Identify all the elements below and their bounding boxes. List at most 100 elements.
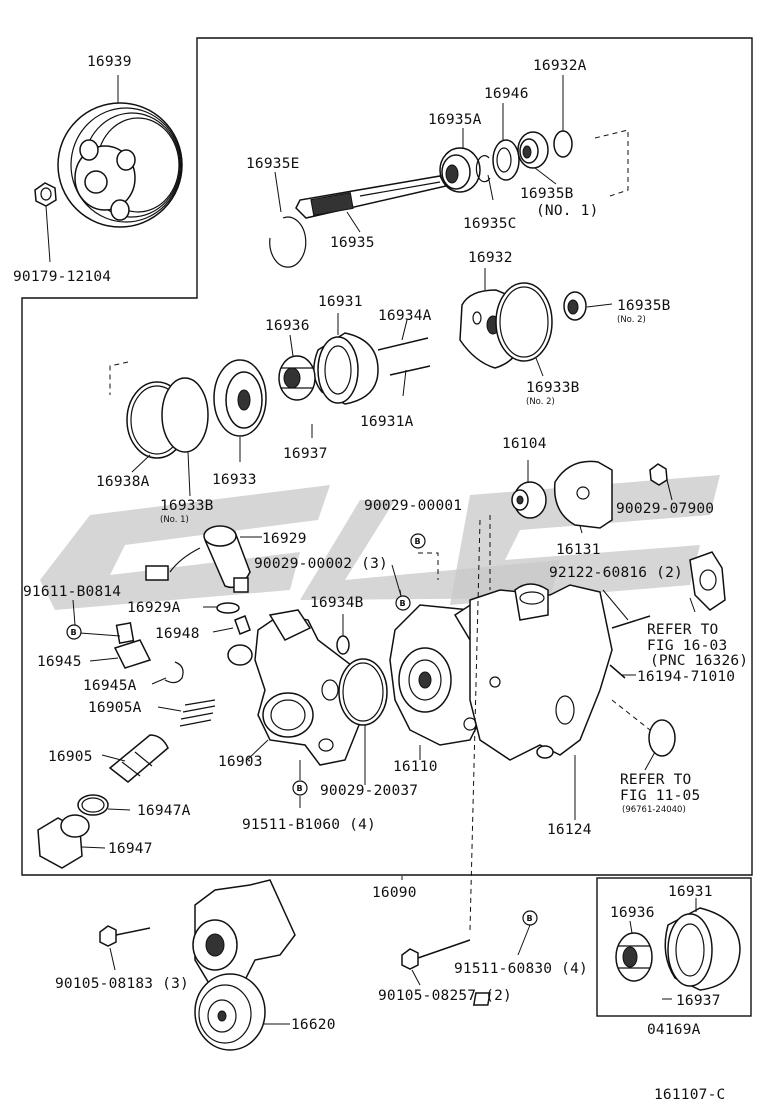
bearing-icon bbox=[563, 291, 587, 321]
cover-icon bbox=[553, 460, 613, 529]
side-plate-icon bbox=[213, 359, 267, 437]
pulley-icon bbox=[57, 102, 183, 228]
label-16931-kit: 16931 bbox=[668, 884, 713, 900]
label-91511-60830: 91511-60830 (4) bbox=[454, 961, 588, 977]
label-no1-small: (No. 1) bbox=[160, 515, 189, 525]
bearing-icon bbox=[439, 147, 481, 193]
cam-ring-icon bbox=[313, 332, 379, 405]
label-04169A: 04169A bbox=[647, 1022, 701, 1038]
spring-icon bbox=[179, 699, 216, 727]
label-16937-kit: 16937 bbox=[676, 993, 721, 1009]
label-16110: 16110 bbox=[393, 759, 438, 775]
watermark-logo bbox=[40, 475, 720, 610]
label-16935E: 16935E bbox=[246, 156, 300, 172]
stud-bolt-icon bbox=[611, 615, 651, 629]
label-96761-24040: (96761-24040) bbox=[622, 805, 686, 815]
label-91511-B1060: 91511-B1060 (4) bbox=[242, 817, 376, 833]
label-16932: 16932 bbox=[468, 250, 513, 266]
label-90179-12104: 90179-12104 bbox=[13, 269, 111, 285]
label-16938A: 16938A bbox=[96, 474, 150, 490]
label-16945A: 16945A bbox=[83, 678, 137, 694]
bolt-marker-icon: B bbox=[410, 533, 426, 549]
pressure-switch-icon bbox=[113, 622, 152, 669]
bolt-marker-icon: B bbox=[395, 595, 411, 611]
label-refer-to-1: REFER TO bbox=[647, 622, 718, 638]
label-16903: 16903 bbox=[218, 754, 263, 770]
label-16929: 16929 bbox=[262, 531, 307, 547]
label-91611-B0814: 91611-B0814 bbox=[23, 584, 121, 600]
label-pnc-16326: (PNC 16326) bbox=[650, 653, 748, 669]
rotor-icon bbox=[278, 355, 316, 401]
label-16929A: 16929A bbox=[127, 600, 181, 616]
seal-icon bbox=[475, 139, 520, 183]
label-16933B-no1: 16933B bbox=[160, 498, 214, 514]
label-16947: 16947 bbox=[108, 841, 153, 857]
label-90029-00002: 90029-00002 (3) bbox=[254, 556, 388, 572]
tensioner-icon bbox=[192, 879, 296, 1051]
label-16905A: 16905A bbox=[88, 700, 142, 716]
gasket-icon bbox=[689, 551, 726, 611]
bolt-icon bbox=[609, 664, 626, 679]
label-16935C: 16935C bbox=[463, 216, 517, 232]
bolt-marker-icon: B bbox=[292, 780, 308, 796]
pipe-icon bbox=[234, 615, 251, 635]
label-90029-07900: 90029-07900 bbox=[616, 501, 714, 517]
kit-frame bbox=[596, 877, 752, 1017]
label-no1: (NO. 1) bbox=[536, 203, 599, 219]
bolt-icon bbox=[99, 925, 151, 947]
label-90029-00001: 90029-00001 bbox=[364, 498, 462, 514]
diagram-id: 161107-C bbox=[654, 1087, 725, 1103]
nut-icon bbox=[34, 182, 57, 207]
label-16620: 16620 bbox=[291, 1017, 336, 1033]
vane-icon bbox=[472, 992, 491, 1006]
label-16948: 16948 bbox=[155, 626, 200, 642]
bracket-icon bbox=[469, 583, 613, 761]
label-refer-to-2: REFER TO bbox=[620, 772, 691, 788]
label-16934B: 16934B bbox=[310, 595, 364, 611]
label-16936: 16936 bbox=[265, 318, 310, 334]
o-ring-icon bbox=[338, 658, 388, 726]
bolt-marker-icon: B bbox=[522, 910, 538, 926]
label-16090: 16090 bbox=[372, 885, 417, 901]
o-ring-icon bbox=[553, 130, 573, 158]
label-fig-11-05: FIG 11-05 bbox=[620, 788, 700, 804]
label-16935: 16935 bbox=[330, 235, 375, 251]
union-fitting-icon bbox=[511, 481, 547, 519]
label-16131: 16131 bbox=[556, 542, 601, 558]
label-16194-71010: 16194-71010 bbox=[637, 669, 735, 685]
front-plate-icon bbox=[459, 282, 553, 369]
plug-icon bbox=[37, 814, 90, 869]
svg-text:B: B bbox=[71, 628, 77, 637]
label-16933B-no2: 16933B bbox=[526, 380, 580, 396]
label-16931A: 16931A bbox=[360, 414, 414, 430]
o-ring-icon bbox=[648, 719, 676, 757]
label-16939: 16939 bbox=[87, 54, 132, 70]
svg-text:B: B bbox=[527, 914, 533, 923]
solenoid-valve-icon bbox=[145, 525, 251, 593]
cam-ring-icon bbox=[664, 907, 741, 991]
label-fig-16-03: FIG 16-03 bbox=[647, 638, 727, 654]
pump-body-icon bbox=[227, 609, 366, 766]
label-16905: 16905 bbox=[48, 749, 93, 765]
label-16935A: 16935A bbox=[428, 112, 482, 128]
svg-text:B: B bbox=[400, 599, 406, 608]
label-90105-08183: 90105-08183 (3) bbox=[55, 976, 189, 992]
label-16932A: 16932A bbox=[533, 58, 587, 74]
label-16946: 16946 bbox=[484, 86, 529, 102]
label-90029-20037: 90029-20037 bbox=[320, 783, 418, 799]
o-ring-icon bbox=[336, 635, 350, 655]
label-90105-08257: 90105-08257 (2) bbox=[378, 988, 512, 1004]
label-16945: 16945 bbox=[37, 654, 82, 670]
label-16937: 16937 bbox=[283, 446, 328, 462]
label-16124: 16124 bbox=[547, 822, 592, 838]
shaft-icon bbox=[295, 175, 448, 219]
label-16947A: 16947A bbox=[137, 803, 191, 819]
o-ring-icon bbox=[77, 794, 109, 816]
nut-icon bbox=[649, 463, 668, 486]
label-16936-kit: 16936 bbox=[610, 905, 655, 921]
label-16935B-no2: 16935B bbox=[617, 298, 671, 314]
label-16933: 16933 bbox=[212, 472, 257, 488]
o-ring-icon bbox=[126, 377, 209, 459]
